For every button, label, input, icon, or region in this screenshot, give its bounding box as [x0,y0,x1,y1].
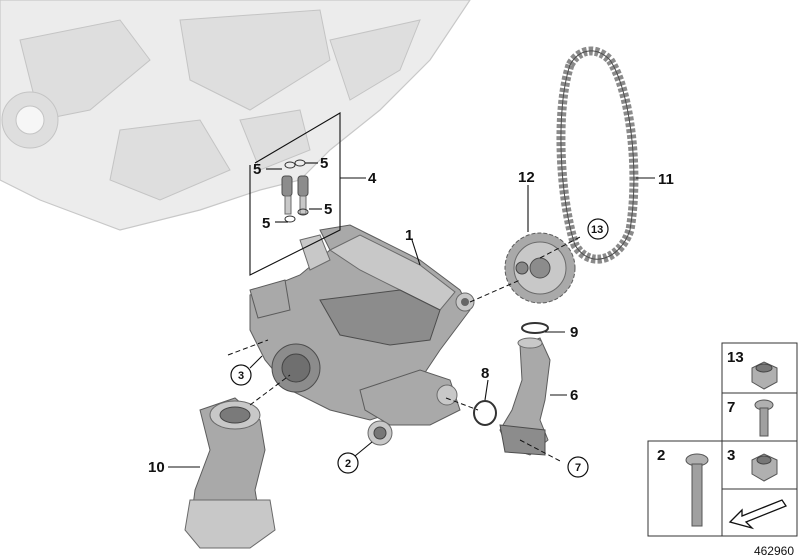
table-cell-2: 2 [657,447,709,527]
svg-text:3: 3 [238,370,244,382]
oil-suction-pipe [184,397,276,549]
circled-callout-13: 13 [587,218,609,240]
diagram-id: 462960 [753,544,794,558]
table-cell-7: 7 [727,399,774,437]
bolt-icon-long [685,453,709,527]
table-cell-3: 3 [727,447,778,482]
label-part-6: 6 [570,387,578,404]
bolt-icon-small [754,399,774,437]
label-part-12: 12 [518,169,535,186]
parts-table: 13 7 2 3 [647,342,798,537]
svg-text:7: 7 [575,462,581,474]
svg-text:2: 2 [345,458,351,470]
label-part-1: 1 [405,227,413,244]
label-part-5d: 5 [324,201,332,218]
o-ring-8 [473,400,497,426]
oil-pipe [499,337,551,456]
label-part-8: 8 [481,365,489,382]
sprocket [504,232,576,304]
label-part-4: 4 [368,170,377,187]
label-part-11: 11 [658,171,674,188]
svg-text:2: 2 [657,447,665,464]
label-part-5a: 5 [253,161,261,178]
label-part-10: 10 [148,459,165,476]
direction-arrow-icon [728,499,787,530]
leader-lines [168,162,655,468]
svg-text:13: 13 [591,224,603,236]
o-ring-9 [521,322,549,334]
label-part-5b: 5 [320,155,328,172]
group-bracket-4 [249,112,341,276]
circled-callout-7: 7 [567,456,589,478]
svg-text:13: 13 [727,349,744,366]
label-part-5c: 5 [262,215,270,232]
table-cell-13: 13 [727,349,778,390]
svg-text:3: 3 [727,447,735,464]
dashed-connectors [227,235,583,463]
timing-chain [556,46,639,264]
svg-text:7: 7 [727,399,735,416]
circled-callout-2: 2 [337,452,359,474]
engine-block-ghost [0,0,471,231]
control-valves [281,159,309,223]
label-part-9: 9 [570,324,578,341]
circled-callout-3: 3 [230,364,252,386]
oil-pump-body [249,224,475,446]
